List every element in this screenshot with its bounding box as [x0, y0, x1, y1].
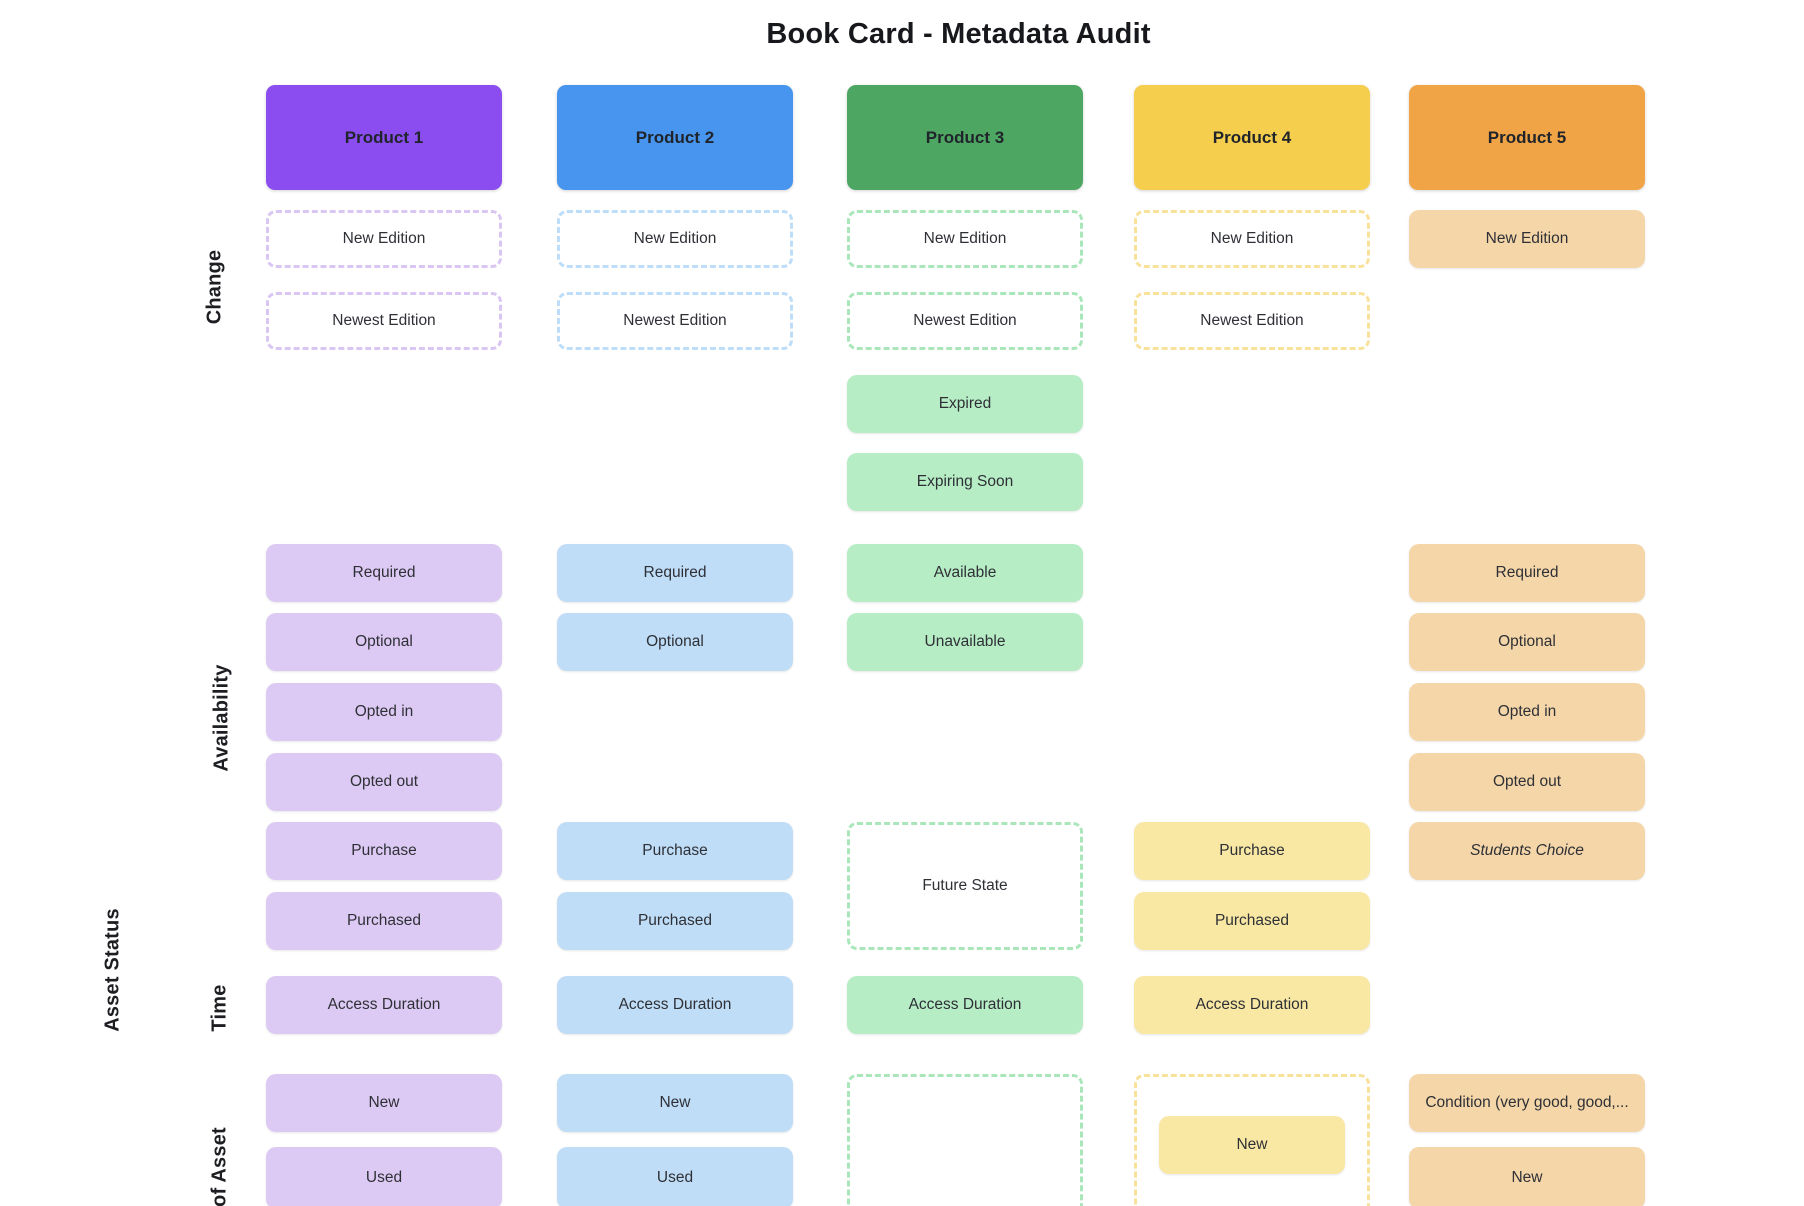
page-title: Book Card - Metadata Audit [766, 18, 1151, 50]
cell-product3-new-edition: New Edition [847, 210, 1083, 268]
column-header-product-1: Product 1 [266, 85, 502, 190]
cell-product1-new-edition: New Edition [266, 210, 502, 268]
cell-product1-opted-out: Opted out [266, 753, 502, 811]
row-group-label-asset-status: Asset Status [101, 908, 124, 1032]
cell-product1-access-duration: Access Duration [266, 976, 502, 1034]
cell-product2-new-edition: New Edition [557, 210, 793, 268]
cell-product1-used: Used [266, 1147, 502, 1206]
cell-product4-access-duration: Access Duration [1134, 976, 1370, 1034]
cell-product5-new: New [1409, 1147, 1645, 1206]
cell-product2-new: New [557, 1074, 793, 1132]
cell-product5-opted-in: Opted in [1409, 683, 1645, 741]
cell-product4-new-edition: New Edition [1134, 210, 1370, 268]
cell-product1-purchase: Purchase [266, 822, 502, 880]
row-group-label-type-of-asset: of Asset [208, 1127, 231, 1206]
cell-product1-purchased: Purchased [266, 892, 502, 950]
cell-product1-newest-edition: Newest Edition [266, 292, 502, 350]
cell-product3-expiring-soon: Expiring Soon [847, 453, 1083, 511]
cell-product5-students-choice: Students Choice [1409, 822, 1645, 880]
cell-product3-unavailable: Unavailable [847, 613, 1083, 671]
cell-product4-new: New [1159, 1116, 1345, 1174]
cell-product3-access-duration: Access Duration [847, 976, 1083, 1034]
cell-product5-optional: Optional [1409, 613, 1645, 671]
cell-product2-used: Used [557, 1147, 793, 1206]
row-group-label-availability: Availability [210, 664, 233, 772]
column-header-product-2: Product 2 [557, 85, 793, 190]
cell-product2-required: Required [557, 544, 793, 602]
cell-product1-opted-in: Opted in [266, 683, 502, 741]
cell-product2-newest-edition: Newest Edition [557, 292, 793, 350]
cell-product5-opted-out: Opted out [1409, 753, 1645, 811]
row-group-label-time: Time [208, 984, 231, 1032]
cell-product3-available: Available [847, 544, 1083, 602]
column-header-product-3: Product 3 [847, 85, 1083, 190]
cell-product1-new: New [266, 1074, 502, 1132]
cell-product2-purchased: Purchased [557, 892, 793, 950]
cell-product4-bottom-placeholder: New [1134, 1074, 1370, 1206]
cell-product5-new-edition: New Edition [1409, 210, 1645, 268]
column-header-product-5: Product 5 [1409, 85, 1645, 190]
cell-product2-purchase: Purchase [557, 822, 793, 880]
cell-product2-access-duration: Access Duration [557, 976, 793, 1034]
cell-product5-required: Required [1409, 544, 1645, 602]
cell-product1-optional: Optional [266, 613, 502, 671]
cell-product4-purchase: Purchase [1134, 822, 1370, 880]
cell-product3-expired: Expired [847, 375, 1083, 433]
cell-product4-purchased: Purchased [1134, 892, 1370, 950]
cell-product3-future-state: Future State [847, 822, 1083, 950]
cell-product4-newest-edition: Newest Edition [1134, 292, 1370, 350]
cell-product3-bottom-placeholder [847, 1074, 1083, 1206]
cell-product5-condition: Condition (very good, good,... [1409, 1074, 1645, 1132]
cell-product3-newest-edition: Newest Edition [847, 292, 1083, 350]
row-group-label-change: Change [203, 249, 226, 325]
cell-product1-required: Required [266, 544, 502, 602]
column-header-product-4: Product 4 [1134, 85, 1370, 190]
cell-product2-optional: Optional [557, 613, 793, 671]
